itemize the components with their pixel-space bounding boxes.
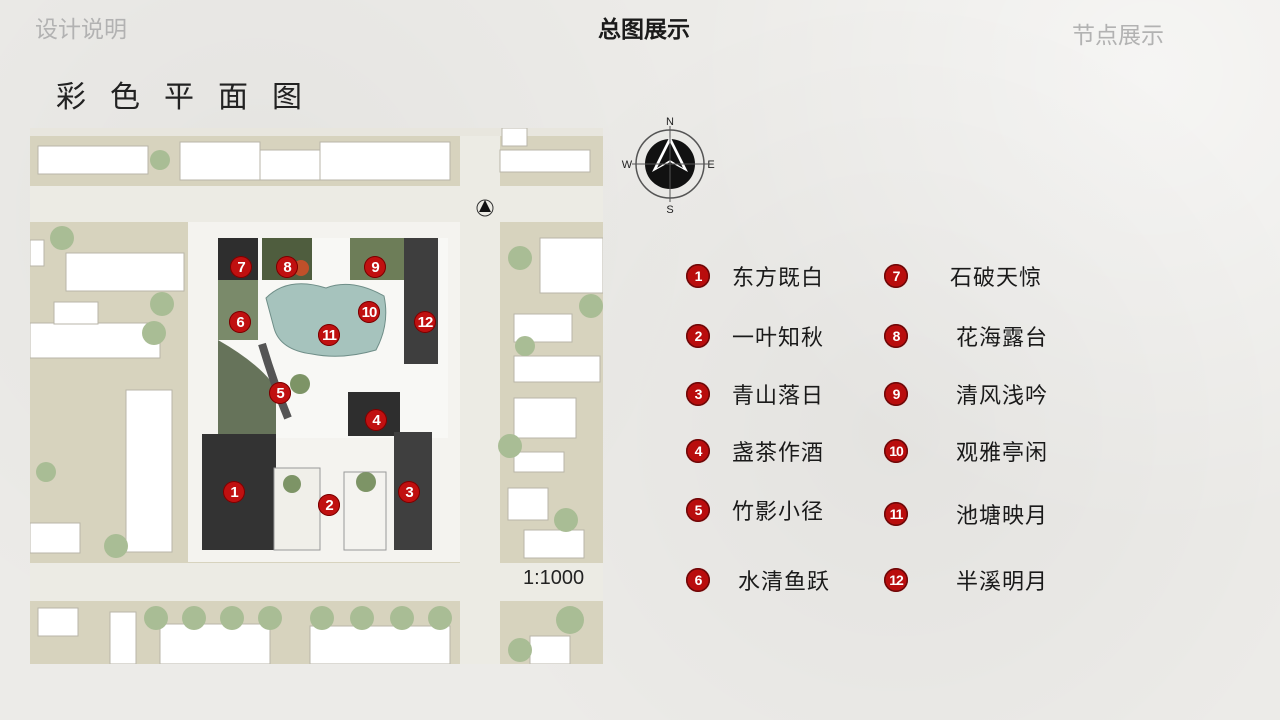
- legend-label-7: 石破天惊: [950, 266, 1043, 291]
- legend-label-4: 盏茶作酒: [732, 441, 825, 466]
- legend-item-9: 9 清风浅吟: [884, 379, 1048, 409]
- map-marker-1[interactable]: 1: [223, 481, 245, 503]
- legend-number-5: 5: [686, 498, 710, 522]
- map-marker-2[interactable]: 2: [318, 494, 340, 516]
- legend-label-9: 清风浅吟: [956, 384, 1049, 409]
- legend-item-7: 7 石破天惊: [884, 261, 1042, 291]
- legend-label-6: 水清鱼跃: [738, 570, 831, 595]
- map-marker-9[interactable]: 9: [364, 256, 386, 278]
- legend-number-9: 9: [884, 382, 908, 406]
- legend-label-2: 一叶知秋: [732, 326, 825, 351]
- legend-number-3: 3: [686, 382, 710, 406]
- map-marker-7[interactable]: 7: [230, 256, 252, 278]
- compass-e: E: [707, 159, 714, 171]
- compass-icon: N S E W: [622, 116, 715, 216]
- legend-item-1: 1 东方既白: [686, 261, 824, 291]
- legend-item-5: 5 竹影小径: [686, 495, 824, 525]
- nav-master-plan[interactable]: 总图展示: [598, 17, 690, 43]
- legend-item-2: 2 一叶知秋: [686, 321, 824, 351]
- legend-item-11: 11 池塘映月: [884, 499, 1048, 529]
- map-marker-10[interactable]: 10: [358, 301, 380, 323]
- page-title: 彩色平面图: [56, 80, 326, 115]
- nav-node-display[interactable]: 节点展示: [1072, 23, 1164, 49]
- legend-number-7: 7: [884, 264, 908, 288]
- scale-label: 1:1000: [523, 567, 585, 589]
- legend-number-12: 12: [884, 568, 908, 592]
- legend-number-1: 1: [686, 264, 710, 288]
- legend-number-6: 6: [686, 568, 710, 592]
- map-marker-6[interactable]: 6: [229, 311, 251, 333]
- legend-item-10: 10 观雅亭闲: [884, 436, 1048, 466]
- legend-label-1: 东方既白: [732, 266, 825, 291]
- color-site-plan: 7 8 9 6 10 11 12 5 4 1 2 3 1:1000: [30, 128, 603, 664]
- compass-s: S: [666, 204, 673, 216]
- legend-label-12: 半溪明月: [956, 570, 1049, 595]
- legend-item-12: 12 半溪明月: [884, 565, 1048, 595]
- nav-design-description[interactable]: 设计说明: [35, 17, 127, 43]
- map-marker-3[interactable]: 3: [398, 481, 420, 503]
- legend-number-4: 4: [686, 439, 710, 463]
- legend-label-3: 青山落日: [732, 384, 825, 409]
- compass-n: N: [666, 116, 674, 128]
- legend-item-8: 8 花海露台: [884, 321, 1048, 351]
- legend-label-8: 花海露台: [956, 326, 1049, 351]
- legend-item-3: 3 青山落日: [686, 379, 824, 409]
- map-marker-5[interactable]: 5: [269, 382, 291, 404]
- compass-w: W: [622, 159, 633, 171]
- map-marker-8[interactable]: 8: [276, 256, 298, 278]
- legend-item-4: 4 盏茶作酒: [686, 436, 824, 466]
- legend-number-11: 11: [884, 502, 908, 526]
- legend-number-10: 10: [884, 439, 908, 463]
- legend-number-8: 8: [884, 324, 908, 348]
- map-marker-4[interactable]: 4: [365, 409, 387, 431]
- legend-label-10: 观雅亭闲: [956, 441, 1049, 466]
- legend-label-11: 池塘映月: [956, 504, 1049, 529]
- map-marker-12[interactable]: 12: [414, 311, 436, 333]
- legend-number-2: 2: [686, 324, 710, 348]
- map-marker-11[interactable]: 11: [318, 324, 340, 346]
- legend-item-6: 6 水清鱼跃: [686, 565, 830, 595]
- legend-label-5: 竹影小径: [732, 500, 825, 525]
- compass-rose: N S E W: [620, 114, 720, 218]
- site-plan-drawing: [30, 128, 603, 664]
